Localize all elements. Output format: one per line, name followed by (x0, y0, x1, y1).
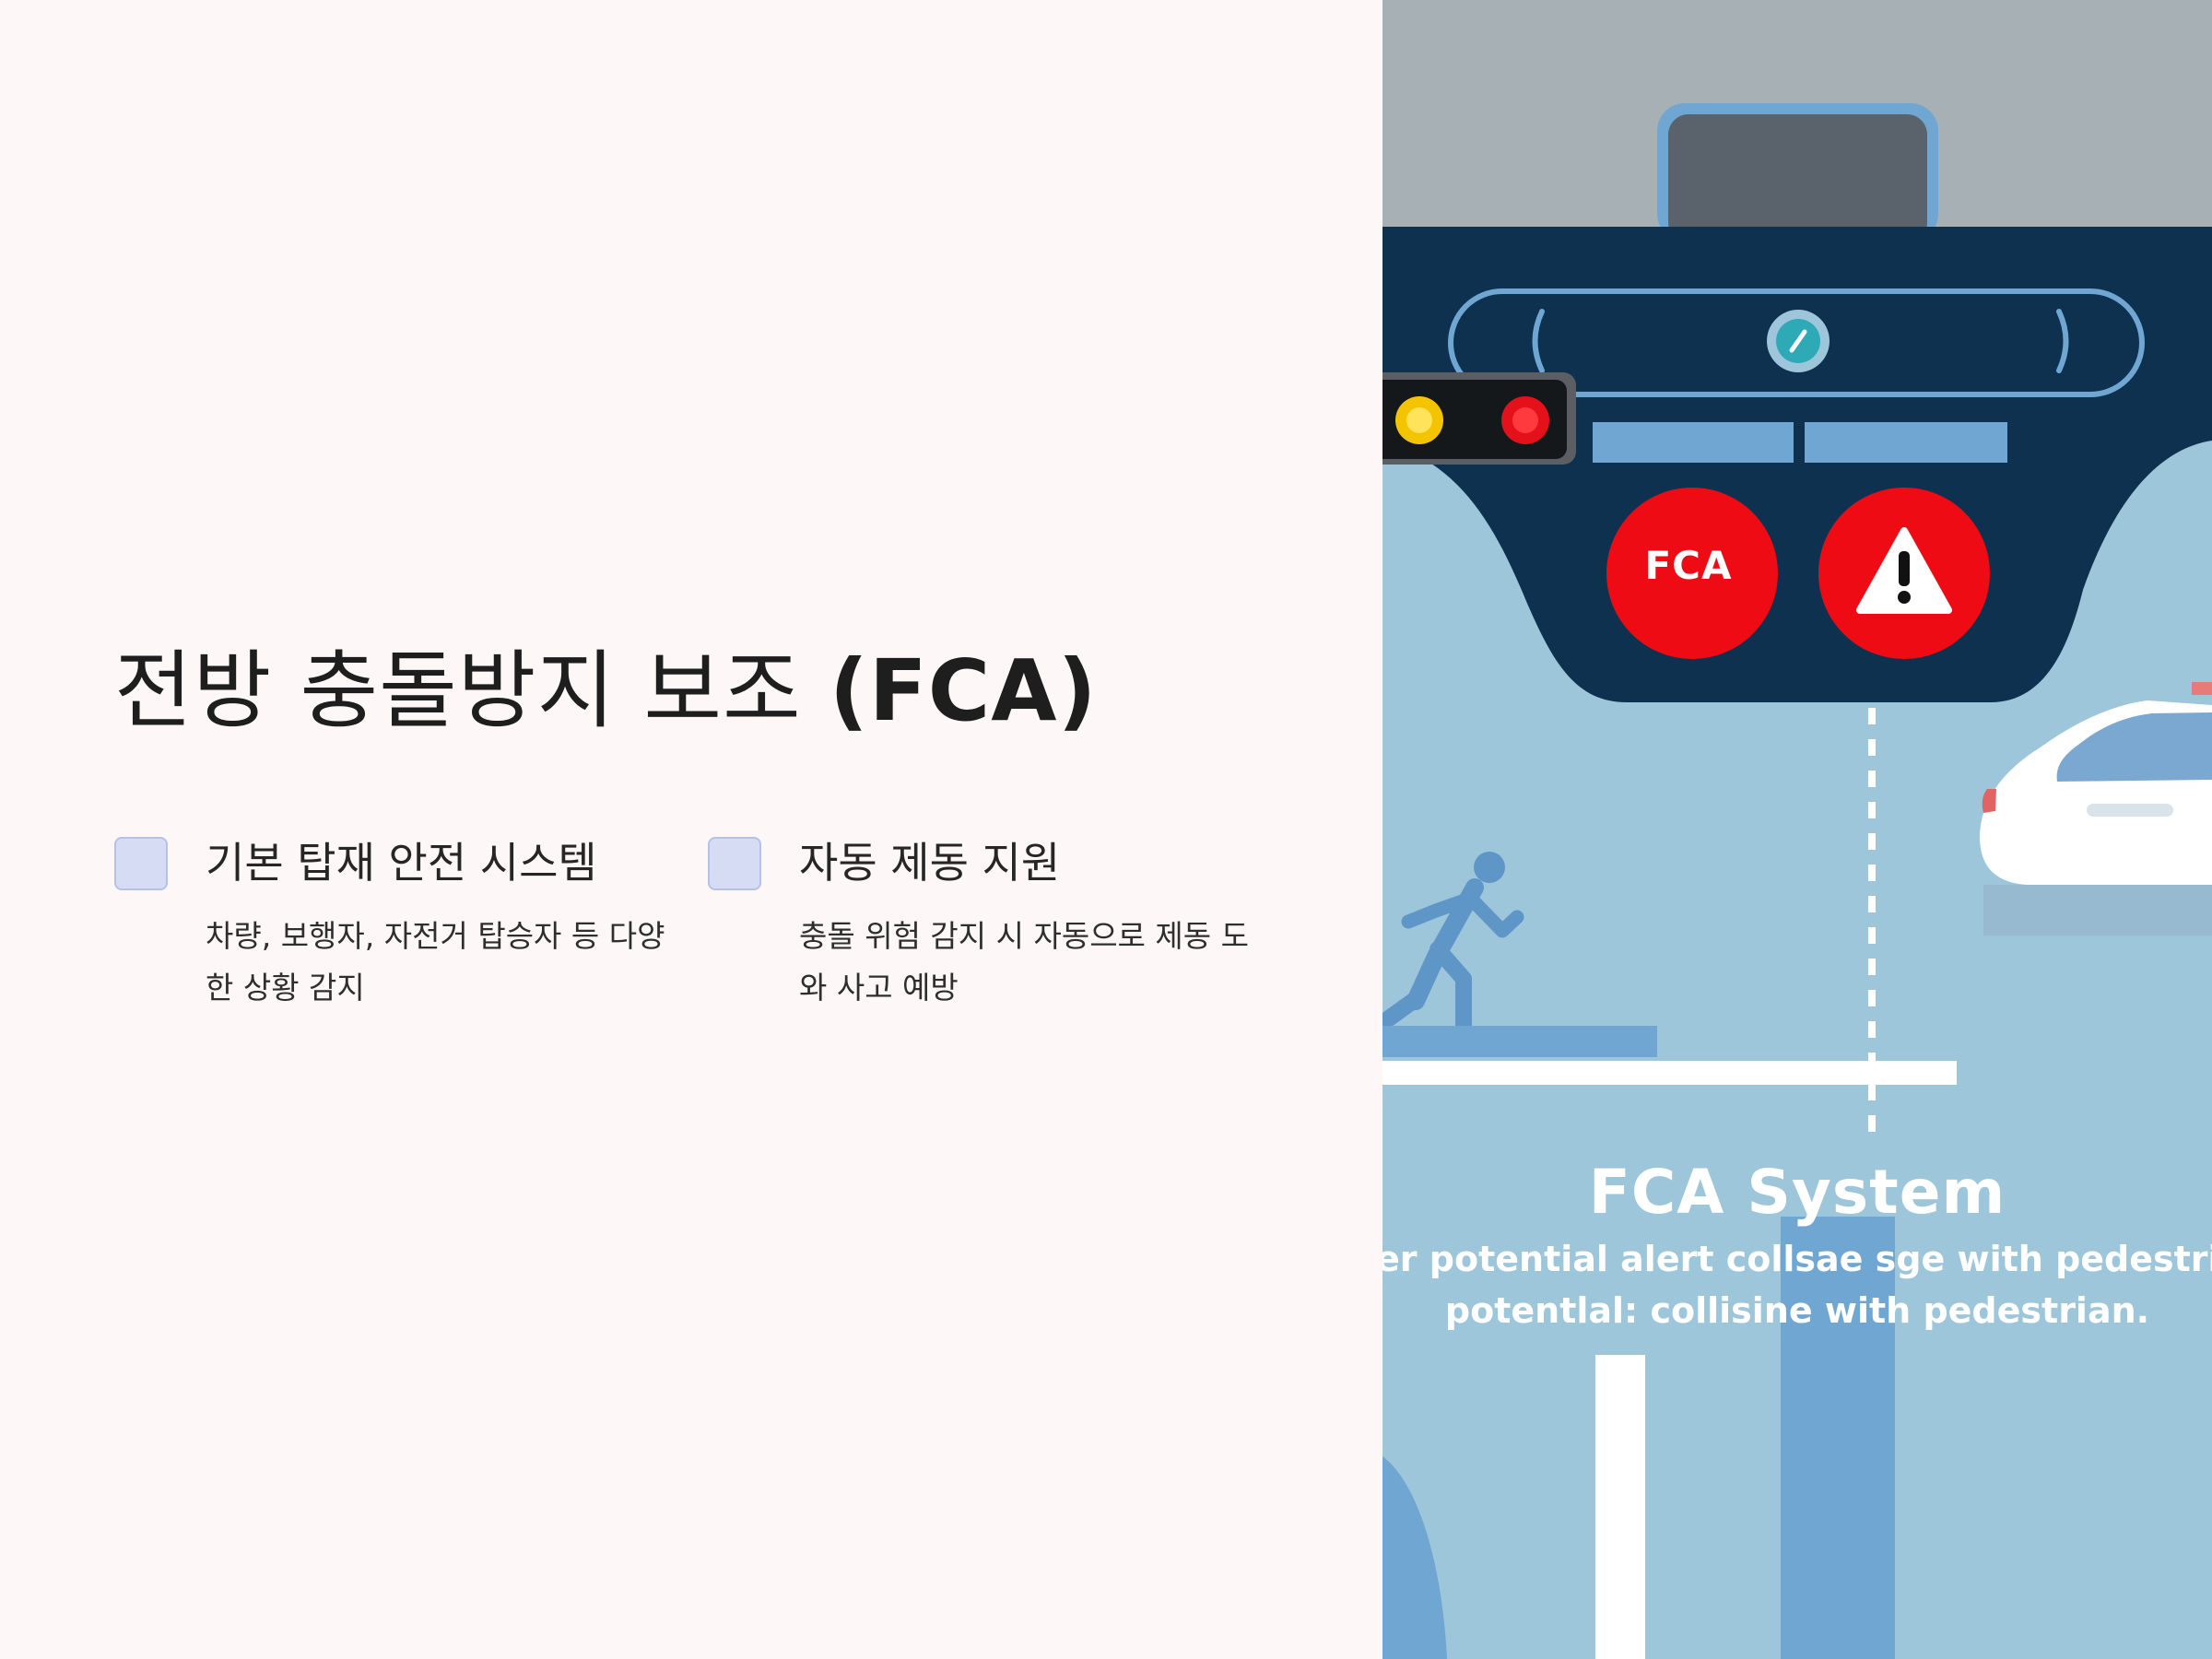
road-curve-accent (1382, 1456, 1447, 1659)
dashboard-panel (1382, 227, 2212, 702)
fca-caption-title: FCA System (1588, 1157, 2006, 1228)
fca-badge-label: FCA (1644, 543, 1733, 588)
fca-caption-line-2: potentlal: collisine with pedestrian. (1444, 1290, 2150, 1331)
display-segment-right (1805, 422, 2007, 463)
feature-heading: 자동 제동 지원 (799, 838, 1061, 888)
text-panel: 전방 충돌방지 보조 (FCA) 기본 탑재 안전 시스템 차량, 보행자, 자… (114, 636, 1249, 1006)
fca-illustration-graphic (1382, 0, 2212, 1659)
display-segment-left (1593, 422, 1794, 463)
fca-illustration: FCA FCA System ler potential alert colls… (1382, 0, 2212, 1659)
feature-description: 차량, 보행자, 자전거 탑승자 등 다양한 상황 감지 (206, 918, 665, 1006)
feature-heading: 기본 탑재 안전 시스템 (206, 838, 597, 888)
feature-checkbox-icon (114, 837, 168, 890)
front-camera-icon (1448, 288, 2145, 397)
mirror-mount (1657, 103, 1938, 243)
slide-title-main: 전방 충돌방지 보조 (114, 641, 802, 740)
slide-title: 전방 충돌방지 보조 (FCA) (114, 636, 1098, 747)
lane-marker-white (1595, 1355, 1645, 1659)
stop-line (1382, 1061, 1957, 1085)
sidewalk-block (1382, 1026, 1657, 1057)
fca-caption-line-1: ler potential alert collsae sge with ped… (1382, 1239, 2212, 1279)
fca-badge-icon (1606, 488, 1778, 659)
car-icon (1979, 682, 2212, 935)
traffic-light-icon (1382, 372, 1576, 465)
warning-triangle-icon (1818, 488, 1990, 659)
slide-title-acronym: (FCA) (829, 641, 1098, 740)
lane-marker-blue (1781, 1217, 1895, 1659)
feature-description: 충돌 위험 감지 시 자동으로 제동 도와 사고 예방 (799, 918, 1249, 1006)
pedestrian-icon (1382, 852, 1524, 1033)
feature-checkbox-icon (708, 837, 761, 890)
